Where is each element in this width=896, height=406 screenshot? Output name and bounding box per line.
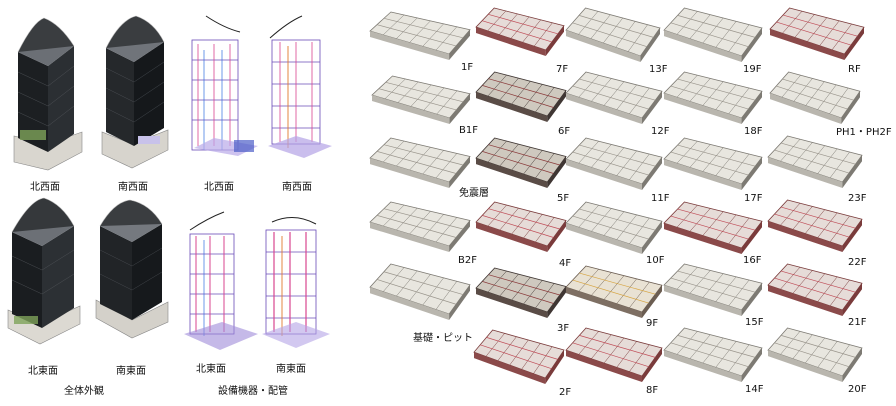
- floor-plan-slab: [565, 71, 663, 124]
- floor-plan-slab: [767, 327, 863, 382]
- equipment-model-southwest: [268, 15, 332, 158]
- floor-label-rf: RF: [848, 64, 861, 75]
- floor-plan-slab: [663, 263, 763, 316]
- equipment-caption: 設備機器・配管: [218, 386, 288, 397]
- exterior-tower-southwest: [101, 15, 169, 169]
- floor-label-5f: 5F: [557, 193, 570, 204]
- floor-plan-slab: [473, 329, 565, 384]
- floor-plan-slab: [663, 71, 763, 124]
- floor-plan-slab: [663, 327, 763, 382]
- floor-label-23f: 23F: [848, 193, 867, 204]
- floor-label-19f: 19F: [743, 64, 762, 75]
- equipment-view-label-southwest: 南西面: [282, 182, 312, 193]
- exterior-caption: 全体外観: [64, 386, 104, 397]
- floor-label-17f: 17F: [744, 193, 763, 204]
- floor-label-ph1-ph2f: PH1・PH2F: [836, 127, 892, 138]
- exterior-view-label-southeast: 南東面: [116, 366, 146, 377]
- floor-plan-slab: [663, 137, 763, 190]
- floor-plan-slab: [371, 75, 471, 124]
- floor-label-20f: 20F: [848, 384, 867, 395]
- floor-label-1f: 1F: [461, 62, 474, 73]
- floor-plan-slab: [565, 137, 663, 190]
- floor-label-14f: 14F: [745, 384, 764, 395]
- floor-label-18f: 18F: [744, 126, 763, 137]
- floor-label-2f: 2F: [559, 387, 572, 398]
- floor-label-11f: 11F: [651, 193, 670, 204]
- floor-plan-slab: [475, 71, 567, 122]
- floor-label-b1f: B1F: [459, 125, 478, 136]
- floor-plan-slab: [565, 265, 663, 318]
- floor-label-9f: 9F: [646, 318, 659, 329]
- exterior-view-label-northeast: 北東面: [28, 366, 58, 377]
- floor-label-13f: 13F: [649, 64, 668, 75]
- floor-plan-slab: [369, 11, 471, 60]
- exterior-tower-northeast: [7, 197, 81, 345]
- floor-plan-slab: [565, 7, 661, 62]
- exterior-view-label-northwest: 北西面: [30, 182, 60, 193]
- exterior-tower-northwest: [13, 17, 83, 171]
- floor-plan-slab: [369, 137, 471, 188]
- floor-plan-slab: [475, 137, 567, 188]
- floor-label-15f: 15F: [745, 317, 764, 328]
- floor-plan-slab: [475, 7, 565, 56]
- floor-plan-slab: [663, 201, 763, 254]
- exterior-view-label-southwest: 南西面: [118, 182, 148, 193]
- floor-label-6f: 6F: [558, 126, 571, 137]
- equipment-model-southeast: [262, 217, 330, 348]
- floor-label-22f: 22F: [848, 257, 867, 268]
- equipment-view-label-northeast: 北東面: [196, 364, 226, 375]
- floor-plan-slab: [475, 267, 567, 318]
- floor-plan-slab: [663, 7, 763, 62]
- floor-label-3f: 3F: [557, 323, 570, 334]
- floor-label-8f: 8F: [646, 385, 659, 396]
- floor-plan-slab: [767, 135, 863, 188]
- floor-label-foundation: 基礎・ピット: [413, 333, 473, 344]
- floor-plan-slab: [565, 201, 663, 254]
- equipment-model-northwest: [191, 15, 258, 156]
- floor-plan-slab: [769, 7, 865, 61]
- floor-plan-slab: [369, 263, 471, 320]
- floor-plan-slab: [767, 263, 863, 316]
- floor-plan-slab: [369, 201, 471, 252]
- floor-label-b2f: B2F: [458, 255, 477, 266]
- floor-label-12f: 12F: [651, 126, 670, 137]
- exterior-tower-southeast: [95, 199, 169, 339]
- floor-plan-slab: [565, 327, 663, 382]
- equipment-model-northeast: [184, 211, 258, 350]
- equipment-view-label-southeast: 南東面: [276, 364, 306, 375]
- floor-label-21f: 21F: [848, 317, 867, 328]
- floor-label-7f: 7F: [556, 64, 569, 75]
- floor-label-isolation: 免震層: [459, 188, 489, 199]
- floor-plan-slab: [475, 201, 567, 252]
- floor-plan-slab: [767, 199, 863, 252]
- floor-label-16f: 16F: [743, 255, 762, 266]
- floor-label-10f: 10F: [646, 255, 665, 266]
- floor-plan-slab: [769, 71, 861, 124]
- equipment-view-label-northwest: 北西面: [204, 182, 234, 193]
- floor-label-4f: 4F: [559, 258, 572, 269]
